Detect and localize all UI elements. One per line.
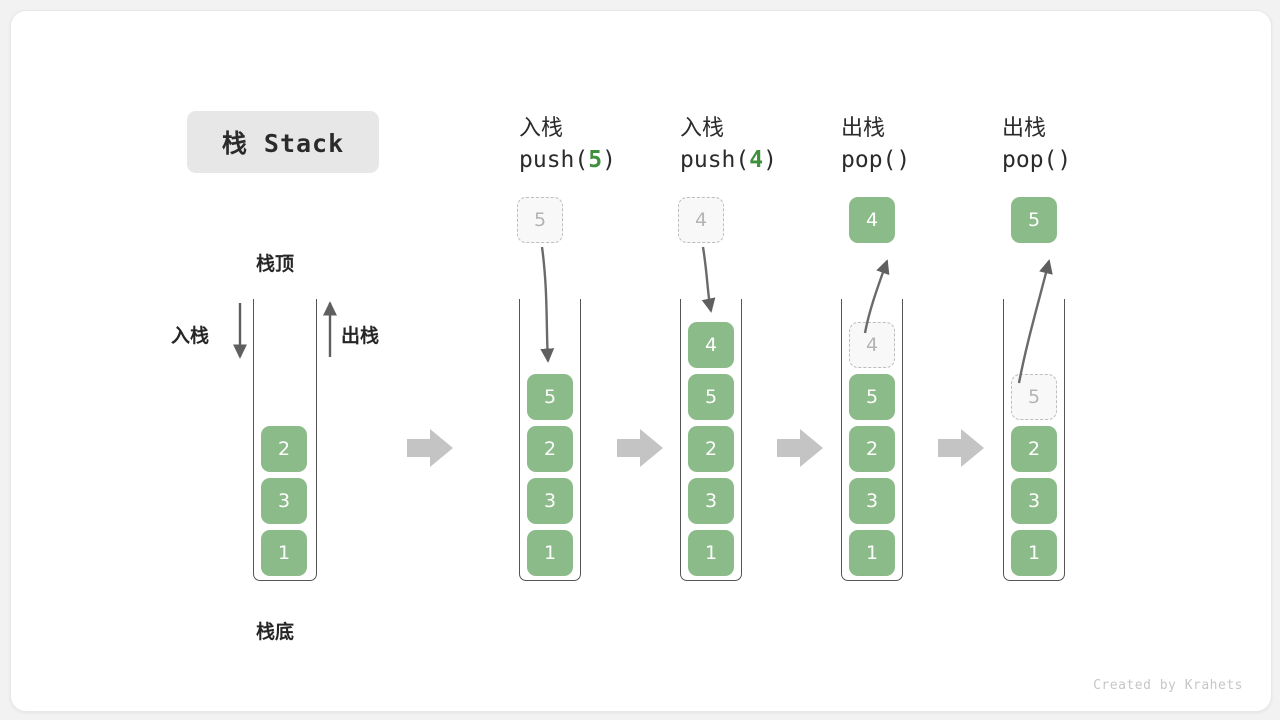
pop-label: 出栈 [341,325,380,347]
op-code-pre: push( [519,147,589,173]
stack-cell: 3 [527,478,573,524]
op-code-post: ) [602,147,616,173]
stack-container-pop-1 [841,299,903,581]
op-header-push-5: 入栈 push(5) [519,114,699,176]
stack-container-initial [253,299,317,581]
stack-cell: 5 [527,374,573,420]
stack-cell: 4 [688,322,734,368]
op-code-pre: pop( [841,147,897,173]
stack-cell: 1 [1011,530,1057,576]
stack-cell-ghost: 5 [1011,374,1057,420]
stack-cell: 2 [261,426,307,472]
diagram-card: 栈 Stack 栈顶 入栈 出栈 2 3 1 栈底 入栈 push(5) 5 5… [10,10,1272,712]
diagram-stage: 栈 Stack 栈顶 入栈 出栈 2 3 1 栈底 入栈 push(5) 5 5… [11,11,1271,711]
op-header-code: pop() [841,144,1021,176]
stack-cell: 1 [527,530,573,576]
stack-cell: 5 [849,374,895,420]
stack-cell: 3 [849,478,895,524]
floating-ghost-box: 5 [517,197,563,243]
op-header-pop-1: 出栈 pop() [841,114,1021,176]
stack-cell: 2 [527,426,573,472]
stack-bottom-label: 栈底 [256,621,295,643]
stack-container-push-5 [519,299,581,581]
op-header-code: push(5) [519,144,699,176]
stack-cell: 5 [688,374,734,420]
stack-container-push-4 [680,299,742,581]
stack-cell: 1 [261,530,307,576]
stack-cell: 2 [849,426,895,472]
stack-cell: 3 [261,478,307,524]
op-code-pre: push( [680,147,750,173]
floating-popped-box: 4 [849,197,895,243]
separator-arrow [617,429,663,467]
stack-cell: 3 [688,478,734,524]
separator-arrow [407,429,453,467]
footer-credit: Created by Krahets [1093,678,1243,693]
op-code-pre: pop( [1002,147,1058,173]
op-header-cn: 出栈 [1002,116,1047,141]
op-header-code: push(4) [680,144,860,176]
floating-popped-box: 5 [1011,197,1057,243]
op-header-pop-2: 出栈 pop() [1002,114,1182,176]
op-header-cn: 出栈 [841,116,886,141]
stack-cell: 3 [1011,478,1057,524]
op-header-cn: 入栈 [519,116,564,141]
stack-container-pop-2 [1003,299,1065,581]
floating-ghost-box: 4 [678,197,724,243]
title-badge: 栈 Stack [187,111,379,173]
stack-cell: 1 [849,530,895,576]
op-header-cn: 入栈 [680,116,725,141]
op-header-code: pop() [1002,144,1182,176]
separator-arrow [777,429,823,467]
stack-top-label: 栈顶 [256,253,295,275]
op-code-arg: 5 [588,147,603,173]
op-header-push-4: 入栈 push(4) [680,114,860,176]
stack-cell: 1 [688,530,734,576]
op-code-post: ) [1057,147,1072,173]
stack-cell: 2 [1011,426,1057,472]
stack-cell-ghost: 4 [849,322,895,368]
op-code-post: ) [763,147,777,173]
stack-cell: 2 [688,426,734,472]
op-code-post: ) [896,147,911,173]
op-code-arg: 4 [749,147,764,173]
separator-arrow [938,429,984,467]
push-label: 入栈 [171,325,210,347]
